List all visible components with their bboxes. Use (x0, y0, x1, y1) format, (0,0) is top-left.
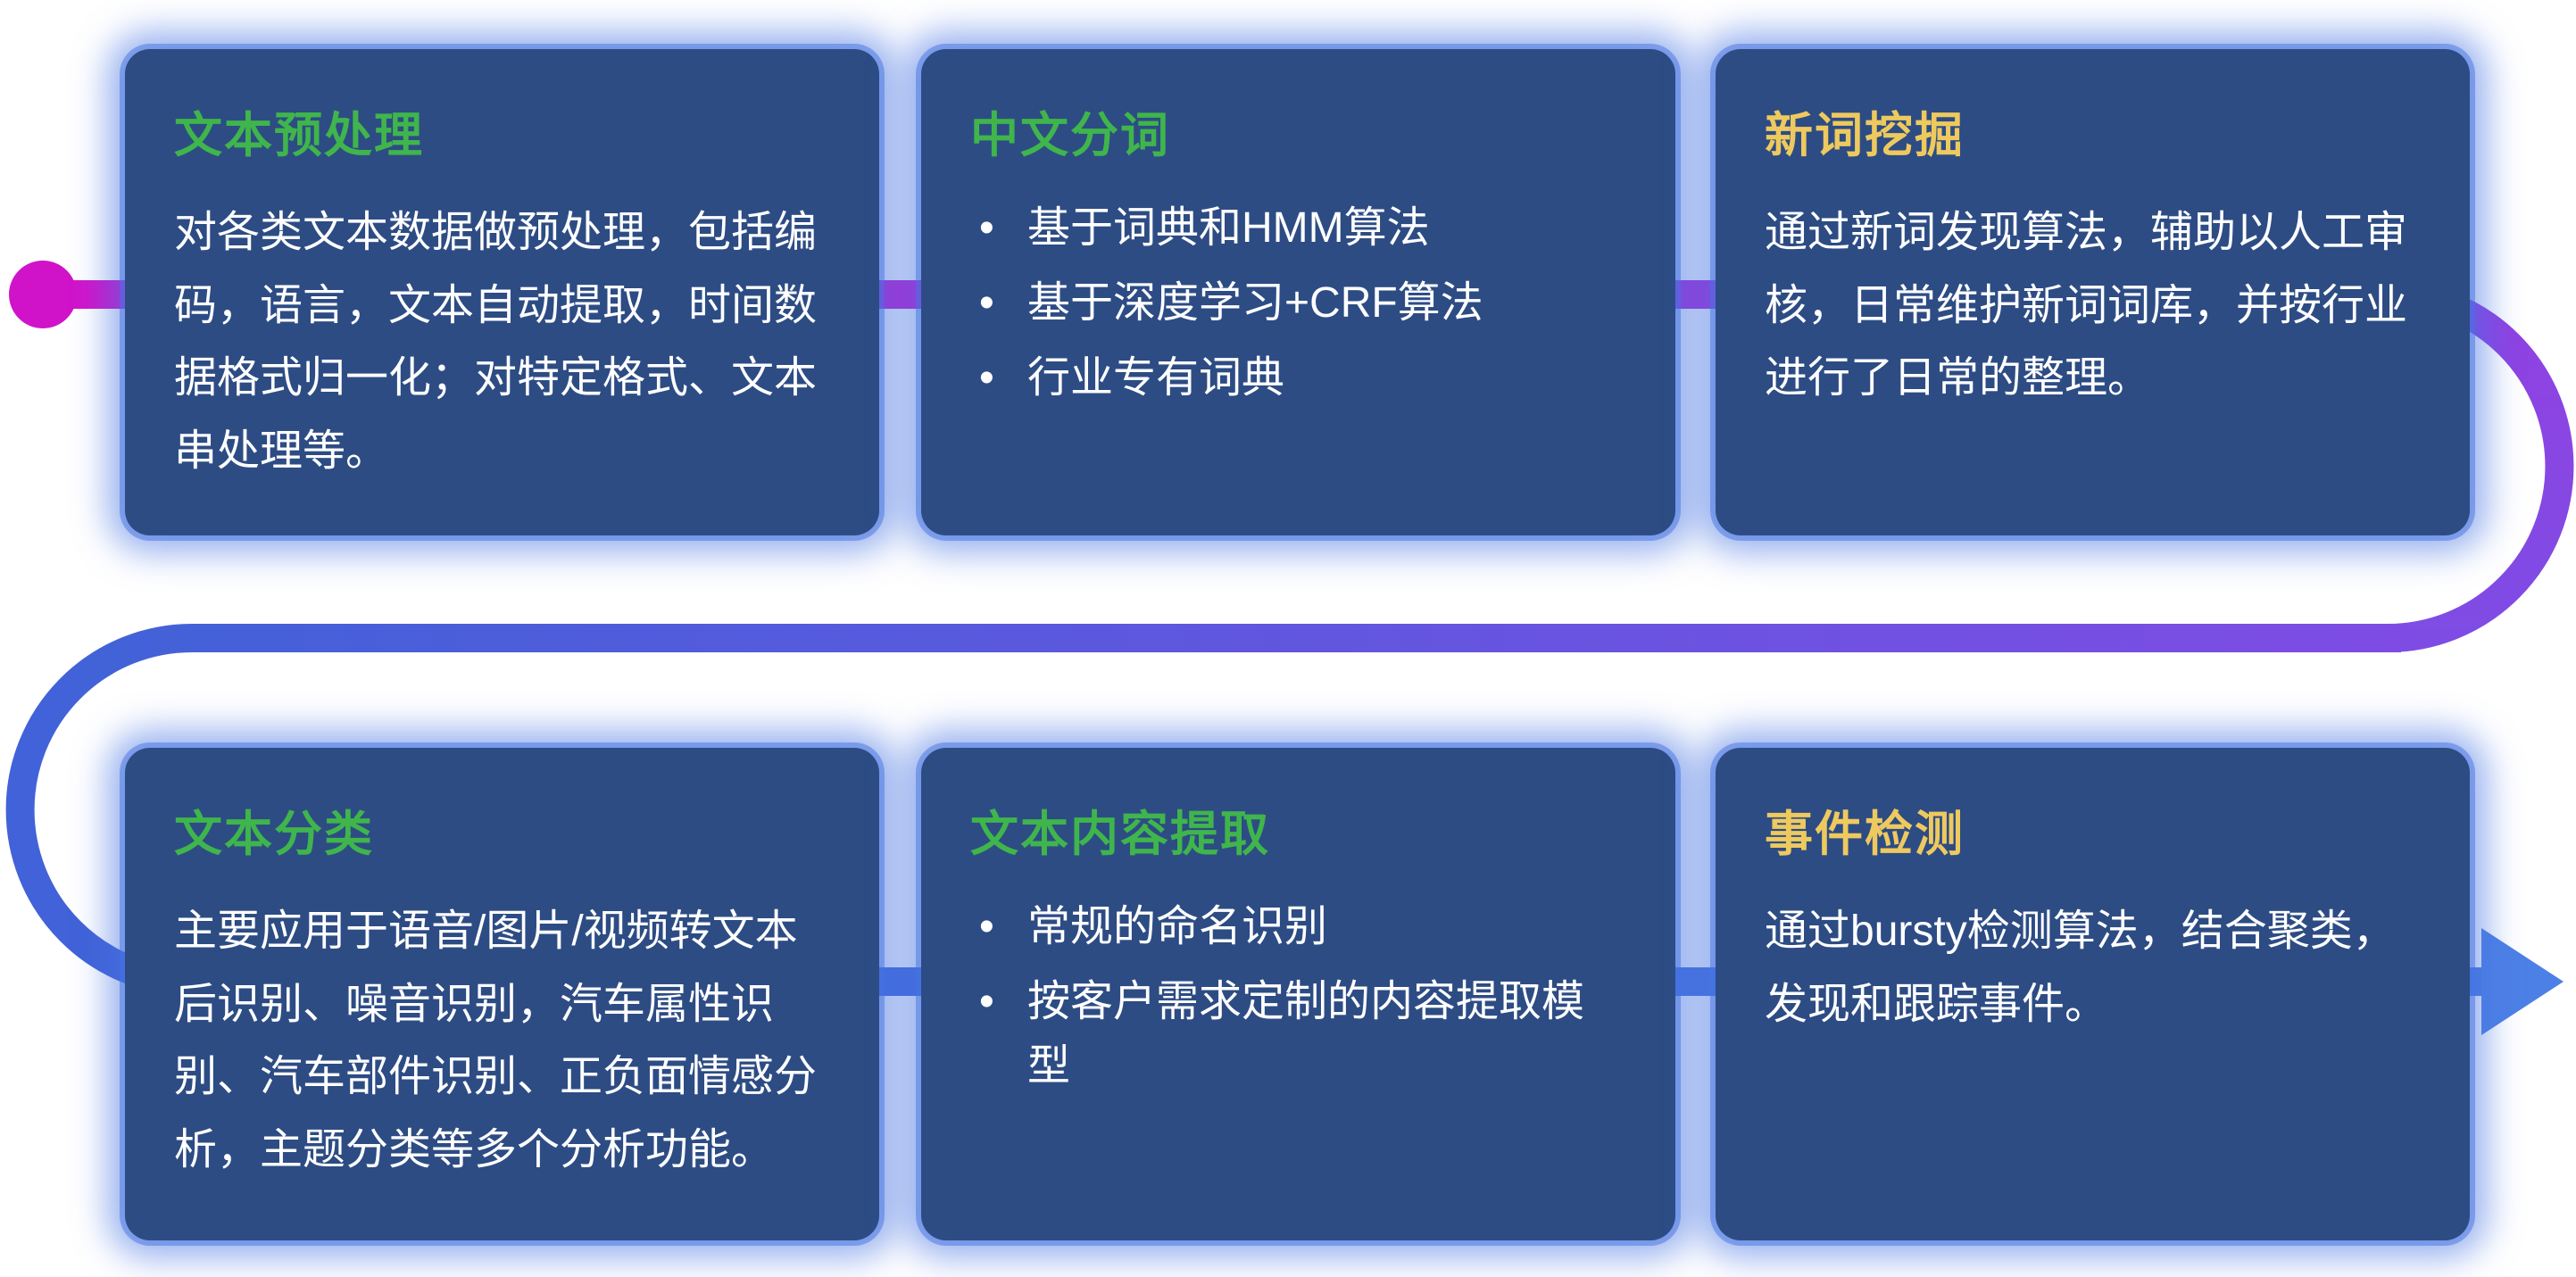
card-body: 通过新词发现算法，辅助以人工审核，日常维护新词词库，并按行业进行了日常的整理。 (1765, 209, 2408, 402)
card-bullet-list: 基于词典和HMM算法 基于深度学习+CRF算法 行业专有词典 (970, 196, 1626, 410)
card-new-word-mining: 新词挖掘 通过新词发现算法，辅助以人工审核，日常维护新词词库，并按行业进行了日常… (1716, 49, 2470, 535)
card-title: 事件检测 (1765, 808, 1965, 861)
card-text-content-extraction: 文本内容提取 常规的命名识别 按客户需求定制的内容提取模型 (921, 748, 1675, 1240)
card-body: 对各类文本数据做预处理，包括编码，语言，文本自动提取，时间数据格式归一化；对特定… (174, 209, 818, 475)
flow-start-dot (9, 261, 77, 328)
card-text-classification: 文本分类 主要应用于语音/图片/视频转文本后识别、噪音识别，汽车属性识别、汽车部… (125, 748, 879, 1240)
card-body: 主要应用于语音/图片/视频转文本后识别、噪音识别，汽车属性识别、汽车部件识别、正… (174, 908, 818, 1173)
flow-arrow-icon (2481, 928, 2564, 1035)
card-title: 文本内容提取 (970, 808, 1270, 861)
bullet-item: 常规的命名识别 (970, 895, 1626, 959)
card-event-detection: 事件检测 通过bursty检测算法，结合聚类，发现和跟踪事件。 (1716, 748, 2470, 1240)
bullet-item: 按客户需求定制的内容提取模型 (970, 970, 1626, 1099)
card-title: 中文分词 (970, 109, 1170, 162)
bullet-item: 行业专有词典 (970, 346, 1626, 410)
card-title: 新词挖掘 (1765, 109, 1965, 162)
bullet-item: 基于深度学习+CRF算法 (970, 271, 1626, 336)
card-bullet-list: 常规的命名识别 按客户需求定制的内容提取模型 (970, 895, 1626, 1099)
bullet-item: 基于词典和HMM算法 (970, 196, 1626, 261)
card-chinese-word-segmentation: 中文分词 基于词典和HMM算法 基于深度学习+CRF算法 行业专有词典 (921, 49, 1675, 535)
card-text-preprocessing: 文本预处理 对各类文本数据做预处理，包括编码，语言，文本自动提取，时间数据格式归… (125, 49, 879, 535)
card-body: 通过bursty检测算法，结合聚类，发现和跟踪事件。 (1765, 908, 2396, 1028)
flow-segment-middle-left-curve (5, 624, 2401, 996)
card-title: 文本预处理 (174, 109, 424, 162)
card-title: 文本分类 (174, 808, 374, 861)
